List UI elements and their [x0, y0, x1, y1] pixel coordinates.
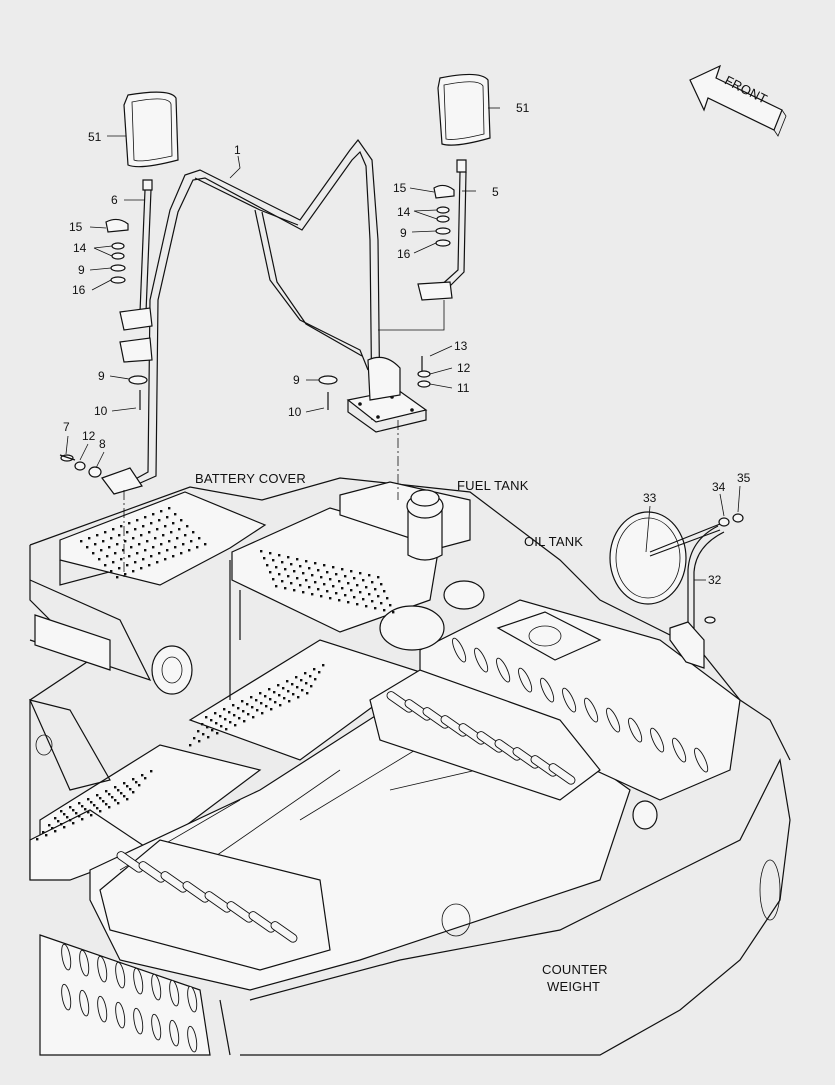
callout-14-right: 14 — [397, 205, 411, 219]
callout-51-left: 51 — [88, 130, 102, 144]
battery-cover-label: BATTERY COVER — [195, 471, 306, 486]
left-mirror-assembly — [59, 91, 179, 478]
callout-12-left: 12 — [82, 429, 96, 443]
callout-14-left: 14 — [73, 241, 87, 255]
area-labels: BATTERY COVER FUEL TANK OIL TANK COUNTER… — [195, 471, 608, 994]
right-mirror-assembly — [318, 73, 491, 410]
callout-16-right: 16 — [397, 247, 411, 261]
callout-15-left: 15 — [69, 220, 83, 234]
callout-32: 32 — [708, 573, 722, 587]
callout-11: 11 — [457, 381, 470, 395]
fuel-tank-label: FUEL TANK — [457, 478, 529, 493]
callout-12-right: 12 — [457, 361, 471, 375]
rear-mirror-assembly — [609, 511, 744, 669]
front-arrow: FRONT — [689, 64, 787, 137]
callout-10-center: 10 — [288, 405, 302, 419]
counter-weight-label-line1: COUNTER — [542, 962, 608, 977]
callout-7: 7 — [63, 420, 70, 434]
callout-33: 33 — [643, 491, 657, 505]
handrail — [101, 138, 428, 495]
louvre-slots — [61, 637, 709, 1053]
callout-5: 5 — [492, 185, 499, 199]
callout-9-left-top: 9 — [78, 263, 85, 277]
callout-34: 34 — [712, 480, 726, 494]
callout-51-right: 51 — [516, 101, 530, 115]
callout-15-right: 15 — [393, 181, 407, 195]
callout-35: 35 — [737, 471, 751, 485]
counter-weight-label-line2: WEIGHT — [547, 979, 600, 994]
callout-13: 13 — [454, 339, 468, 353]
callout-16-left: 16 — [72, 283, 86, 297]
oil-tank-label: OIL TANK — [524, 534, 583, 549]
callout-9-right-top: 9 — [400, 226, 407, 240]
callout-9-center-lower: 9 — [293, 373, 300, 387]
callout-8: 8 — [99, 437, 106, 451]
callout-10-left: 10 — [94, 404, 108, 418]
perforated-panels — [36, 507, 395, 841]
leader-lines — [65, 107, 741, 581]
callout-labels: 51 51 1 6 5 15 15 14 14 9 9 16 16 9 9 10… — [63, 101, 751, 587]
callout-1: 1 — [234, 143, 241, 157]
callout-9-left-lower: 9 — [98, 369, 105, 383]
callout-6: 6 — [111, 193, 118, 207]
